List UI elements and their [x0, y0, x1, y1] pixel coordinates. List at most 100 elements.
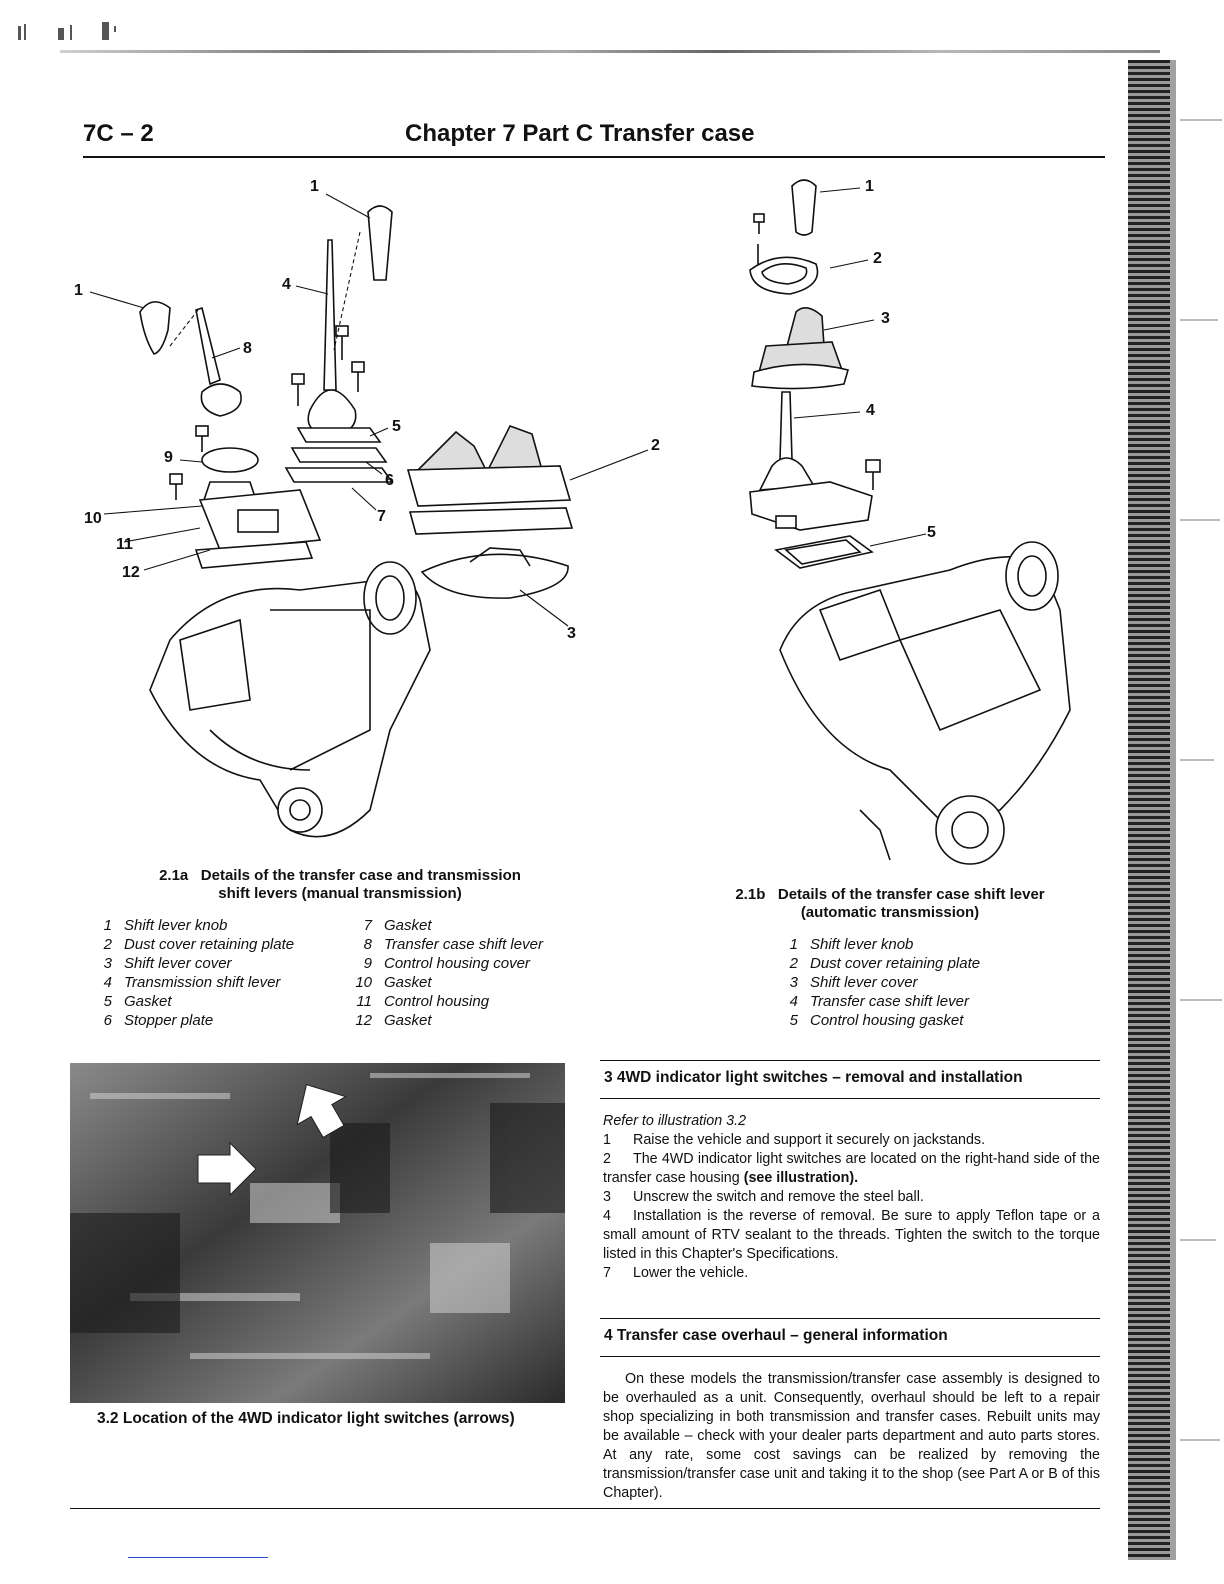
- figure-2-1a-drawing: [70, 170, 670, 860]
- step-text: Raise the vehicle and support it securel…: [633, 1132, 986, 1148]
- legend-num: 5: [103, 993, 112, 1010]
- photo-3-2: [70, 1063, 565, 1403]
- section-rule: [600, 1060, 1100, 1061]
- step-number: 7: [603, 1265, 611, 1281]
- figure-2-1b-caption: 2.1b Details of the transfer case shift …: [720, 886, 1060, 922]
- legend-label: Shift lever knob: [124, 917, 228, 934]
- legend-num: 3: [103, 955, 112, 972]
- legend-label: Control housing cover: [384, 955, 530, 972]
- legend-num: 9: [363, 955, 372, 972]
- legend-num: 3: [789, 974, 798, 991]
- legend-label: Gasket: [384, 974, 432, 991]
- caption-line: Details of the transfer case and transmi…: [200, 867, 521, 884]
- callout-2-1b-1: 1: [865, 178, 874, 195]
- section-3-heading: 3 4WD indicator light switches – removal…: [604, 1069, 1023, 1086]
- step-1: 1 Raise the vehicle and support it secure…: [603, 1131, 1100, 1150]
- callout-2-1a-5: 5: [392, 418, 401, 435]
- section-4-body: On these models the transmission/transfe…: [603, 1371, 1100, 1501]
- callout-2-1a-8: 8: [243, 340, 252, 357]
- legend-num: 2: [103, 936, 112, 953]
- legend-num: 4: [789, 993, 798, 1010]
- legend-label: Dust cover retaining plate: [124, 936, 295, 953]
- legend-num: 8: [363, 936, 372, 953]
- legend-item: 9 Control housing cover: [346, 954, 543, 973]
- legend-label: Transfer case shift lever: [384, 936, 543, 953]
- legend-num: 6: [103, 1012, 112, 1029]
- chapter-title: Chapter 7 Part C Transfer case: [405, 120, 755, 147]
- binding-edge: [1128, 60, 1224, 1560]
- legend-item: 2 Dust cover retaining plate: [86, 935, 294, 954]
- callout-2-1b-3: 3: [881, 310, 890, 327]
- legend-label: Gasket: [384, 1012, 432, 1029]
- callout-2-1b-2: 2: [873, 250, 882, 267]
- section-rule: [600, 1098, 1100, 1099]
- callout-2-1a-12: 12: [122, 564, 140, 581]
- legend-item: 11 Control housing: [346, 992, 543, 1011]
- legend-label: Control housing: [384, 993, 490, 1010]
- legend-label: Control housing gasket: [810, 1012, 964, 1029]
- caption-line: (automatic transmission): [800, 904, 980, 921]
- scan-artifact: [18, 22, 128, 44]
- legend-2-1a-left: 1 Shift lever knob 2 Dust cover retaining …: [86, 916, 294, 1030]
- legend-item: 1 Shift lever knob: [86, 916, 294, 935]
- legend-item: 6 Stopper plate: [86, 1011, 294, 1030]
- scan-line: [60, 50, 1160, 53]
- section-3-body: Refer to illustration 3.2 1 Raise the veh…: [603, 1112, 1100, 1283]
- step-text: Lower the vehicle.: [633, 1265, 749, 1281]
- legend-label: Transmission shift lever: [124, 974, 281, 991]
- legend-item: 8 Transfer case shift lever: [346, 935, 543, 954]
- callout-2-1b-4: 4: [866, 402, 875, 419]
- legend-label: Transfer case shift lever: [810, 993, 969, 1010]
- legend-num: 4: [103, 974, 112, 991]
- section-intro: Refer to illustration 3.2: [603, 1113, 747, 1129]
- step-number: 4: [603, 1208, 611, 1224]
- callout-2-1a-9: 9: [164, 449, 173, 466]
- step-number: 1: [603, 1132, 611, 1148]
- step-7: 7 Lower the vehicle.: [603, 1264, 1100, 1283]
- caption-line: shift levers (manual transmission): [218, 885, 462, 902]
- legend-num: 12: [355, 1012, 372, 1029]
- figure-2-1b-drawing: [740, 170, 1120, 880]
- step-text: Unscrew the switch and remove the steel …: [633, 1189, 924, 1205]
- callout-2-1a-2: 2: [651, 437, 660, 454]
- callout-2-1b-5: 5: [927, 524, 936, 541]
- legend-label: Stopper plate: [124, 1012, 214, 1029]
- legend-label: Shift lever cover: [124, 955, 232, 972]
- section-rule: [600, 1318, 1100, 1319]
- step-number: 2: [603, 1151, 611, 1167]
- legend-num: 11: [356, 993, 372, 1010]
- caption-number: 2.1b: [735, 886, 766, 903]
- legend-num: 2: [789, 955, 798, 972]
- legend-label: Shift lever knob: [810, 936, 914, 953]
- callout-2-1a-11: 11: [116, 536, 133, 553]
- legend-item: 12 Gasket: [346, 1011, 543, 1030]
- step-text: Installation is the reverse of removal. …: [603, 1208, 1100, 1262]
- photo-3-2-caption: 3.2 Location of the 4WD indicator light …: [97, 1410, 515, 1427]
- callout-2-1a-3: 3: [567, 625, 576, 642]
- step-text: The 4WD indicator light switches are loc…: [603, 1151, 1100, 1186]
- legend-label: Gasket: [384, 917, 432, 934]
- callout-2-1a-1: 1: [310, 178, 319, 195]
- page-header: 7C – 2 Chapter 7 Part C Transfer case: [83, 118, 1105, 158]
- legend-num: 7: [363, 917, 372, 934]
- page-number: 7C – 2: [83, 120, 154, 147]
- callout-2-1a-6: 6: [385, 472, 394, 489]
- legend-item: 4 Transmission shift lever: [86, 973, 294, 992]
- footer-rule: [70, 1508, 1100, 1509]
- legend-num: 1: [103, 917, 112, 934]
- callout-2-1a-1b: 1: [74, 282, 83, 299]
- caption-number: 2.1a: [159, 867, 189, 884]
- section-rule: [600, 1356, 1100, 1357]
- step-number: 3: [603, 1189, 611, 1205]
- callout-2-1a-4: 4: [282, 276, 291, 293]
